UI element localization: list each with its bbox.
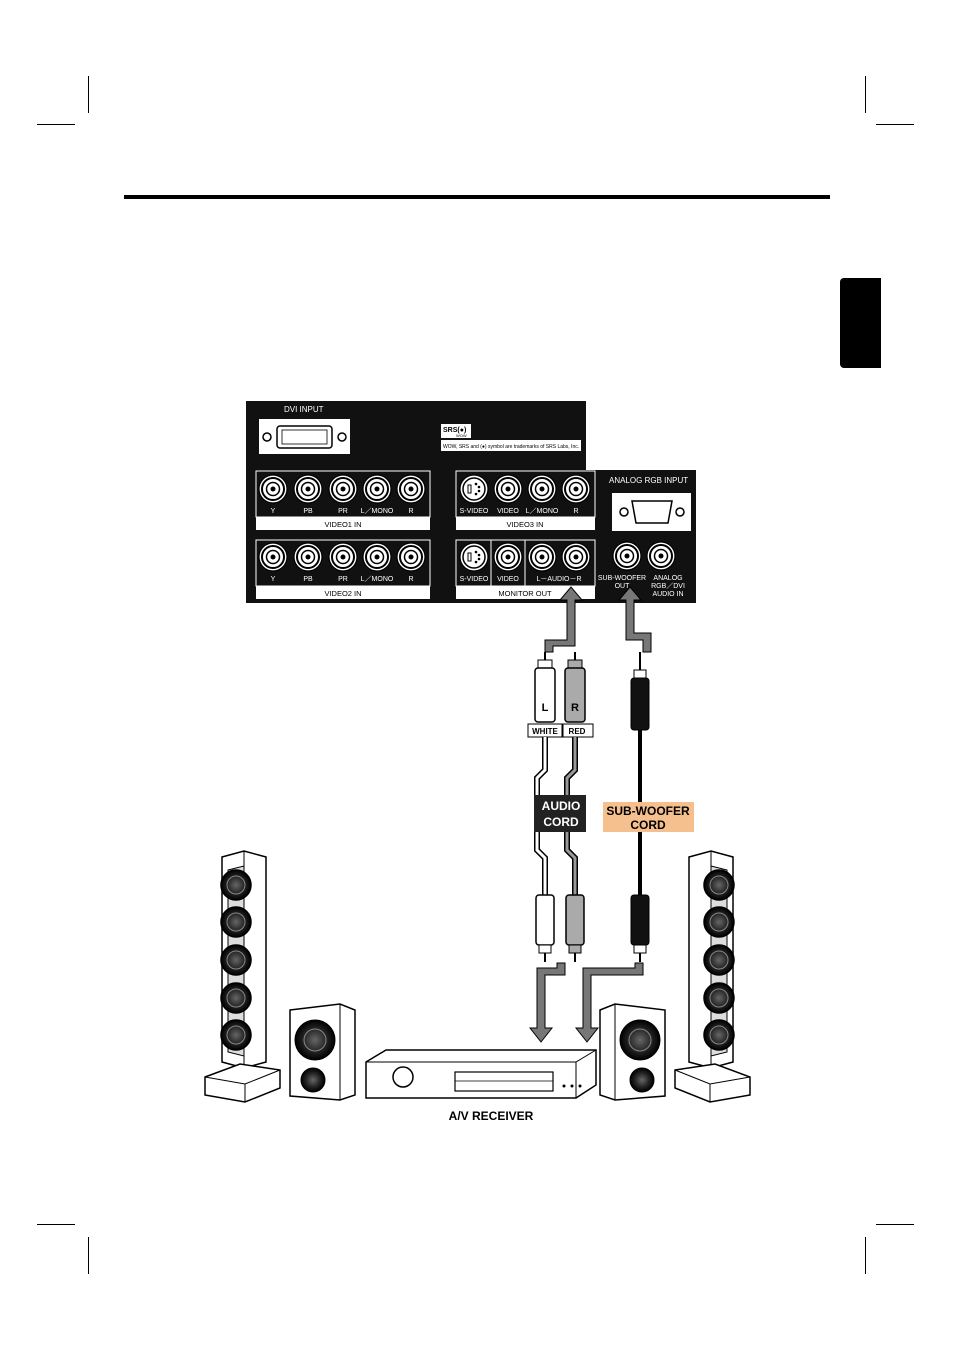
- analog-rgb-label: ANALOG RGB INPUT: [609, 476, 688, 485]
- language-tab: [840, 278, 881, 368]
- monitor-out-port-label: VIDEO: [497, 576, 519, 583]
- crop-mark: [37, 1224, 75, 1225]
- dvi-port: [276, 425, 333, 449]
- crop-mark: [865, 76, 866, 113]
- audio-cord-label-bg: [534, 795, 586, 832]
- white-plug-bottom: [535, 894, 555, 962]
- dvi-input-label: DVI INPUT: [284, 405, 324, 414]
- video1-title: VIDEO1 IN: [324, 520, 361, 529]
- tv-back-panel-extension: [586, 470, 696, 603]
- av-receiver: [365, 1049, 597, 1099]
- left-tower-speaker: [204, 850, 281, 1103]
- video2-port-label: PR: [338, 576, 348, 583]
- monitor-out-port-label: L－AUDIO－R: [536, 576, 581, 583]
- video3-title: VIDEO3 IN: [506, 520, 543, 529]
- crop-mark: [865, 1237, 866, 1274]
- subwoofer-out-label: OUT: [615, 583, 631, 590]
- crop-mark: [876, 124, 914, 125]
- video3-port-label: VIDEO: [497, 508, 519, 515]
- subwoofer-cord-label-bg: [603, 802, 694, 832]
- white-label: WHITE: [532, 727, 558, 736]
- arrow-to-receiver-subwoofer: [574, 962, 644, 1043]
- subwoofer-plug-bottom: [630, 894, 650, 962]
- subwoofer-out-label: SUB-WOOFER: [598, 575, 646, 582]
- video1-port-label: PB: [303, 508, 313, 515]
- monitor-out-port-label: S-VIDEO: [460, 576, 489, 583]
- arrow-to-subwoofer-out: [617, 586, 652, 653]
- audio-cord-label: AUDIO: [542, 799, 581, 813]
- plug-l-label: L: [542, 702, 549, 714]
- crop-mark: [876, 1224, 914, 1225]
- white-plug-top: [534, 652, 556, 723]
- crop-mark: [88, 76, 89, 113]
- video1-port-label: Y: [271, 508, 276, 515]
- analog-audio-label: ANALOG: [653, 575, 682, 582]
- red-label: RED: [569, 727, 586, 736]
- subwoofer-cord-label: CORD: [630, 818, 666, 832]
- video3-port-label: L／MONO: [526, 507, 559, 515]
- right-bookshelf-speaker: [599, 1003, 666, 1101]
- video2-port-label: PB: [303, 576, 313, 583]
- vga-port: [631, 500, 673, 524]
- audio-cord-label: CORD: [543, 815, 579, 829]
- analog-audio-in-port: [646, 541, 676, 571]
- header-rule: [124, 195, 830, 199]
- svg-text:WOW: WOW: [456, 433, 467, 438]
- subwoofer-cord-label: SUB-WOOFER: [606, 804, 690, 818]
- right-tower-speaker: [674, 850, 751, 1103]
- video1-port-label: L／MONO: [361, 507, 394, 515]
- arrow-to-receiver-audio: [528, 962, 566, 1043]
- monitor-out-title: MONITOR OUT: [498, 589, 552, 598]
- video3-port-label: R: [573, 508, 578, 515]
- analog-audio-label: RGB／DVI: [651, 582, 685, 590]
- video3-port-label: S-VIDEO: [460, 508, 489, 515]
- video1-port-label: R: [408, 508, 413, 515]
- trademark-text: WOW, SRS and (●) symbol are trademarks o…: [443, 444, 579, 450]
- receiver-label: A/V RECEIVER: [449, 1109, 534, 1123]
- plug-r-label: R: [571, 702, 579, 714]
- subwoofer-out-port: [612, 541, 642, 571]
- svg-text:SRS(●): SRS(●): [443, 427, 466, 434]
- crop-mark: [37, 124, 75, 125]
- srs-logo: [441, 424, 471, 438]
- red-plug-bottom: [565, 894, 585, 962]
- video2-port-label: R: [408, 576, 413, 583]
- red-plug-top: [564, 652, 586, 723]
- video1-port-label: PR: [338, 508, 348, 515]
- subwoofer-plug-top: [630, 652, 650, 731]
- video2-port-label: Y: [271, 576, 276, 583]
- left-bookshelf-speaker: [289, 1003, 356, 1101]
- video2-title: VIDEO2 IN: [324, 589, 361, 598]
- video2-port-label: L／MONO: [361, 575, 394, 583]
- crop-mark: [88, 1237, 89, 1274]
- analog-audio-label: AUDIO IN: [652, 591, 683, 598]
